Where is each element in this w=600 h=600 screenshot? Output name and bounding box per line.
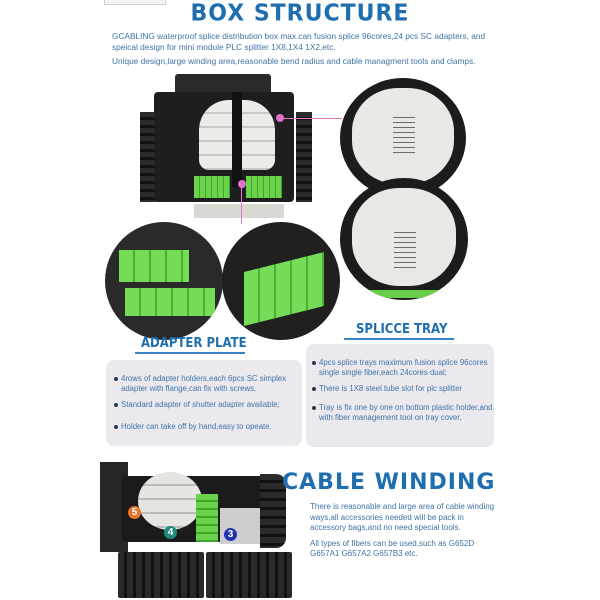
box-open-photo	[140, 72, 312, 222]
adapter-plate-title: ADAPTER PLATE	[141, 336, 247, 351]
bullet-item: Standard adapter of shutter adapter avai…	[112, 400, 307, 410]
cable-winding-paragraph: All types of fibers can be used,such as …	[310, 538, 475, 559]
port-labels	[194, 204, 284, 218]
cable-entry-comb-left	[118, 552, 204, 598]
bullet-item: 4pcs splice trays maximum fusion splice …	[310, 358, 499, 378]
cable-winding-paragraph: There is reasonable and large area of ca…	[310, 502, 495, 533]
callout-line-adapter	[241, 184, 242, 224]
adapter-row	[244, 252, 324, 326]
bullet-item: Tray is fix one by one on bottom plastic…	[310, 403, 499, 423]
bullet-item: 4rows of adapter holders,each 6pcs SC si…	[112, 374, 307, 394]
page-title: BOX STRUCTURE	[190, 0, 410, 27]
adapter-plate-panel: 4rows of adapter holders,each 6pcs SC si…	[106, 360, 302, 446]
marker-3: 3	[224, 528, 237, 541]
adapter-closeup-right	[222, 222, 340, 340]
tray-surface	[352, 188, 456, 286]
box-end-cap	[260, 474, 286, 548]
cable-entry-comb-right	[206, 552, 292, 598]
cable-winding-photo: 5 4 3	[100, 456, 300, 600]
intro-line: GCABLING waterproof splice distribution …	[112, 31, 486, 52]
splice-tray-closeup-bottom	[340, 178, 468, 300]
adapter-row	[119, 250, 189, 282]
marker-4: 4	[164, 526, 177, 539]
callout-dot-adapter	[238, 180, 246, 188]
callout-dot-tray	[276, 114, 284, 122]
splice-tray-panel: 4pcs splice trays maximum fusion splice …	[306, 344, 494, 447]
box-lid	[175, 74, 271, 96]
marker-5: 5	[128, 506, 141, 519]
splice-holders	[393, 232, 417, 272]
bullet-item: There is 1X8 steel tube slot for plc spl…	[310, 384, 499, 394]
adapter-block-right	[246, 176, 282, 198]
adapter-closeup-left	[105, 222, 223, 340]
cable-winding-text: There is reasonable and large area of ca…	[310, 502, 500, 565]
adapter-plate-underline	[135, 352, 245, 354]
cable-winding-title: CABLE WINDING	[282, 470, 496, 495]
splice-tray-underline	[344, 338, 454, 340]
adapter-block-left	[194, 176, 230, 198]
green-adapter-edge	[363, 290, 445, 298]
bullet-item: Holder can take off by hand,easy to opea…	[112, 422, 307, 432]
splice-holders	[392, 116, 416, 156]
adapter-block	[196, 494, 218, 542]
splice-tray-title: SPLICCE TRAY	[356, 322, 448, 337]
callout-line-tray	[282, 118, 342, 119]
box-rib-left	[140, 112, 156, 202]
intro-text: GCABLING waterproof splice distribution …	[112, 31, 502, 71]
tray-surface	[352, 88, 454, 184]
box-rib-right	[296, 112, 312, 202]
tray-strap	[232, 92, 242, 187]
box-body	[154, 92, 294, 218]
top-tab-remnant	[104, 0, 166, 5]
splice-tray-stack	[138, 472, 202, 530]
intro-line: Unique design,large winding area,reasona…	[112, 56, 476, 66]
adapter-row	[125, 288, 215, 316]
